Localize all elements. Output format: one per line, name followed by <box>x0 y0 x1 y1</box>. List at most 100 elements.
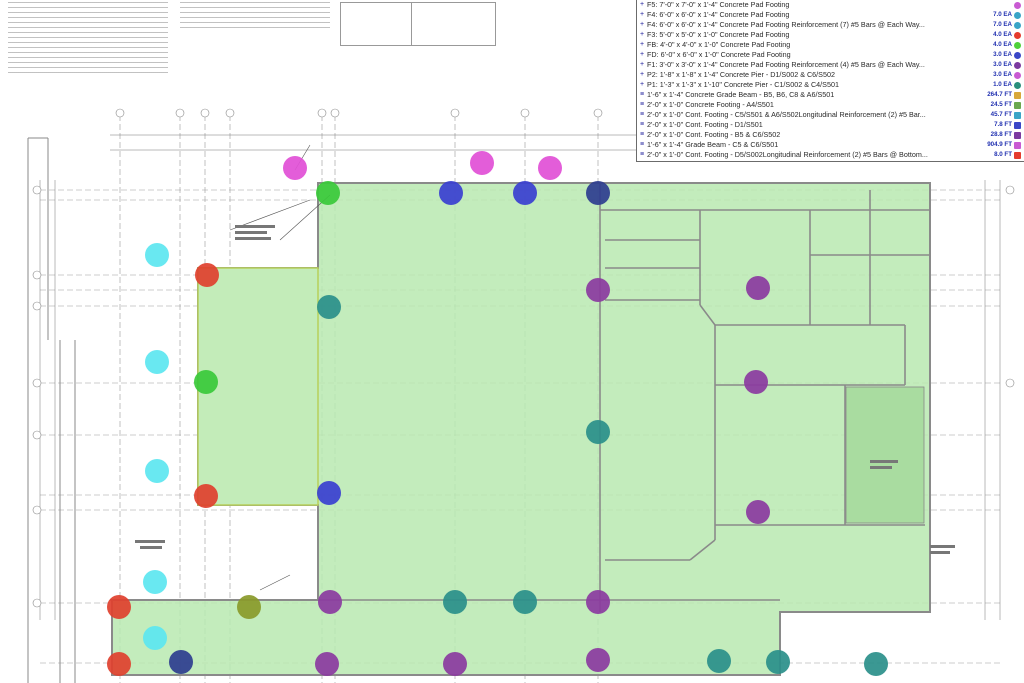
dimension-lines <box>39 134 1001 620</box>
legend-item[interactable]: +FD: 6'-0" x 6'-0" x 1'-0" Concrete Pad … <box>637 50 1024 60</box>
legend-quantity: 3.0 EA <box>993 71 1012 78</box>
footing-marker-p2[interactable] <box>237 595 261 619</box>
legend-label: FB: 4'-0" x 4'-0" x 1'-0" Concrete Pad F… <box>647 40 791 49</box>
legend-item[interactable]: +P1: 1'-3" x 1'-3" x 1'-10" Concrete Pie… <box>637 80 1024 90</box>
footing-marker-p1[interactable] <box>864 652 888 676</box>
footing-marker-f1[interactable] <box>586 278 610 302</box>
footing-marker-f1[interactable] <box>586 590 610 614</box>
footing-marker-p1[interactable] <box>586 420 610 444</box>
legend-label: 1'-6" x 1'-4" Concrete Grade Beam - B5, … <box>647 90 835 99</box>
legend-swatch <box>1014 41 1021 49</box>
footing-marker-f3[interactable] <box>195 263 219 287</box>
legend-swatch <box>1014 21 1021 29</box>
legend-item[interactable]: +F5: 7'-0" x 7'-0" x 1'-4" Concrete Pad … <box>637 0 1024 10</box>
footing-marker-p1[interactable] <box>707 649 731 673</box>
footing-marker-f3[interactable] <box>107 652 131 676</box>
footing-marker-f4[interactable] <box>143 570 167 594</box>
legend-label: F1: 3'-0" x 3'-0" x 1'-4" Concrete Pad F… <box>647 60 925 69</box>
legend-rows: +F5: 7'-0" x 7'-0" x 1'-4" Concrete Pad … <box>637 0 1024 163</box>
general-notes-left <box>8 2 168 76</box>
legend-label: 2'-0" x 1'-0" Cont. Footing - C5/S501 & … <box>647 110 926 119</box>
pier-schedule <box>340 2 412 46</box>
footing-marker-f1[interactable] <box>746 500 770 524</box>
legend-mark-icon: + <box>639 61 645 68</box>
legend-quantity: 4.0 EA <box>993 31 1012 38</box>
legend-item[interactable]: ≡1'-6" x 1'-4" Concrete Grade Beam - B5,… <box>637 90 1024 100</box>
footing-marker-fd[interactable] <box>169 650 193 674</box>
footing-marker-fb[interactable] <box>194 370 218 394</box>
footing-marker-p1[interactable] <box>317 295 341 319</box>
grid-bubbles <box>32 108 1015 608</box>
footing-marker-p1[interactable] <box>443 590 467 614</box>
legend-item[interactable]: +F4: 6'-0" x 6'-0" x 1'-4" Concrete Pad … <box>637 10 1024 20</box>
legend-label: F4: 6'-0" x 6'-0" x 1'-4" Concrete Pad F… <box>647 20 925 29</box>
legend-quantity: 264.7 FT <box>987 91 1012 98</box>
legend-quantity: 8.0 FT <box>994 151 1012 158</box>
legend-item[interactable]: ≡2'-0" x 1'-0" Concrete Footing - A4/S50… <box>637 100 1024 110</box>
legend-swatch <box>1014 162 1021 163</box>
footing-marker-f1[interactable] <box>443 652 467 676</box>
footing-marker-f1[interactable] <box>744 370 768 394</box>
legend-label: 2'-0" x 1'-0" Cont. Footing - C1, C2, D3… <box>647 160 970 161</box>
footing-marker-f1[interactable] <box>586 181 610 205</box>
footing-marker-fd[interactable] <box>439 181 463 205</box>
footing-marker-f1[interactable] <box>746 276 770 300</box>
legend-quantity: 7.0 EA <box>993 21 1012 28</box>
footing-marker-f1[interactable] <box>315 652 339 676</box>
legend-label: 2'-0" x 1'-0" Concrete Footing - A4/S501 <box>647 100 774 109</box>
legend-swatch <box>1014 51 1021 59</box>
takeoff-legend: +F5: 7'-0" x 7'-0" x 1'-4" Concrete Pad … <box>636 0 1024 162</box>
legend-swatch <box>1014 61 1021 69</box>
legend-quantity: 45.7 FT <box>990 111 1012 118</box>
legend-item[interactable]: ≡2'-0" x 1'-0" Cont. Footing - C1, C2, D… <box>637 160 1024 163</box>
footing-marker-f1[interactable] <box>318 590 342 614</box>
footing-marker-f4[interactable] <box>143 626 167 650</box>
footing-marker-f5[interactable] <box>538 156 562 180</box>
legend-item[interactable]: +F4: 6'-0" x 6'-0" x 1'-4" Concrete Pad … <box>637 20 1024 30</box>
footing-marker-f5[interactable] <box>283 156 307 180</box>
reinforcement-schedule <box>410 2 496 46</box>
legend-swatch <box>1014 131 1021 139</box>
legend-mark-icon: + <box>639 71 645 78</box>
legend-quantity: 7.8 FT <box>994 121 1012 128</box>
legend-item[interactable]: +F3: 5'-0" x 5'-0" x 1'-0" Concrete Pad … <box>637 30 1024 40</box>
legend-label: FD: 6'-0" x 6'-0" x 1'-0" Concrete Pad F… <box>647 50 791 59</box>
legend-item[interactable]: ≡2'-0" x 1'-0" Cont. Footing - B5 & C6/S… <box>637 130 1024 140</box>
general-notes-right <box>180 2 330 30</box>
legend-label: 2'-0" x 1'-0" Cont. Footing - D1/S501 <box>647 120 763 129</box>
footing-marker-p1[interactable] <box>766 650 790 674</box>
footing-marker-f5[interactable] <box>470 151 494 175</box>
footing-marker-f4[interactable] <box>145 243 169 267</box>
footing-marker-fd[interactable] <box>317 481 341 505</box>
legend-item[interactable]: ≡1'-6" x 1'-4" Grade Beam - C5 & C6/S501… <box>637 140 1024 150</box>
footing-marker-f1[interactable] <box>586 648 610 672</box>
footing-marker-f3[interactable] <box>107 595 131 619</box>
footing-marker-fd[interactable] <box>513 181 537 205</box>
legend-quantity: 4.0 EA <box>993 41 1012 48</box>
footing-marker-f3[interactable] <box>194 484 218 508</box>
legend-label: F3: 5'-0" x 5'-0" x 1'-0" Concrete Pad F… <box>647 30 790 39</box>
footing-marker-fb[interactable] <box>316 181 340 205</box>
legend-item[interactable]: ≡2'-0" x 1'-0" Cont. Footing - D5/S002Lo… <box>637 150 1024 160</box>
footing-marker-f4[interactable] <box>145 350 169 374</box>
legend-label: F5: 7'-0" x 7'-0" x 1'-4" Concrete Pad F… <box>647 0 790 9</box>
legend-mark-icon: ≡ <box>639 131 645 138</box>
footing-marker-p1[interactable] <box>513 590 537 614</box>
legend-item[interactable]: +F1: 3'-0" x 3'-0" x 1'-4" Concrete Pad … <box>637 60 1024 70</box>
legend-item[interactable]: ≡2'-0" x 1'-0" Cont. Footing - C5/S501 &… <box>637 110 1024 120</box>
legend-mark-icon: + <box>639 1 645 8</box>
legend-item[interactable]: +P2: 1'-8" x 1'-8" x 1'-4" Concrete Pier… <box>637 70 1024 80</box>
hatched-room <box>845 386 925 524</box>
legend-swatch <box>1014 121 1021 129</box>
legend-label: 1'-6" x 1'-4" Grade Beam - C5 & C6/S501 <box>647 140 779 149</box>
footing-markers[interactable] <box>107 151 888 676</box>
legend-swatch <box>1014 111 1021 119</box>
legend-mark-icon: ≡ <box>639 151 645 158</box>
legend-swatch <box>1014 81 1021 89</box>
legend-quantity: 1.0 EA <box>993 81 1012 88</box>
legend-item[interactable]: +FB: 4'-0" x 4'-0" x 1'-0" Concrete Pad … <box>637 40 1024 50</box>
legend-quantity: 7.0 EA <box>993 11 1012 18</box>
footing-marker-f4[interactable] <box>145 459 169 483</box>
